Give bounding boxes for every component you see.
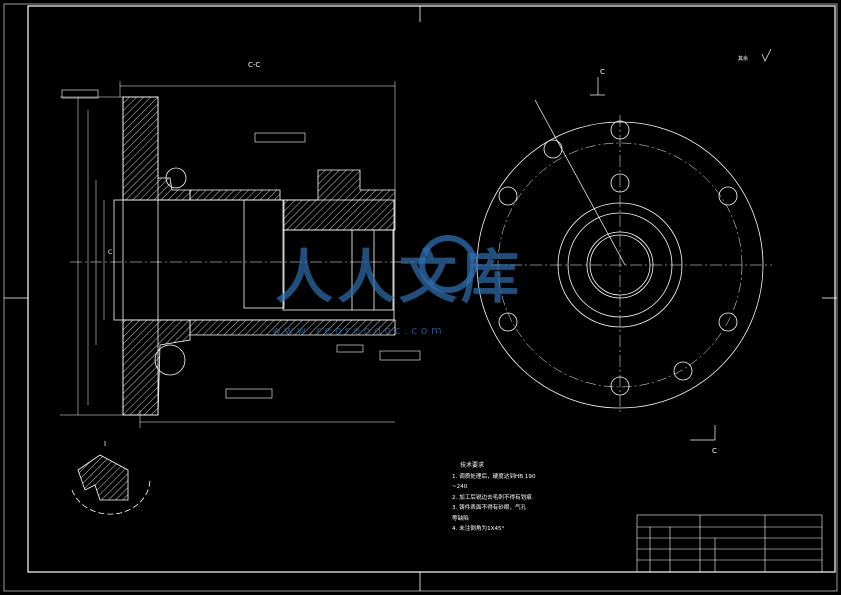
section-mark-c-bottom: C bbox=[712, 447, 717, 455]
bolt-hole bbox=[718, 312, 738, 332]
note-line: 4. 未注倒角为1X45° bbox=[452, 526, 505, 532]
flange-top bbox=[122, 96, 191, 201]
tolerance-frames bbox=[61, 89, 421, 399]
note-line: 1. 调质处理后，硬度达到HB 190 bbox=[452, 473, 536, 480]
note-line: ~240 bbox=[452, 484, 468, 490]
note-line: 2. 加工后锐边去毛刺不得有划痕 bbox=[452, 494, 532, 501]
section-mark-c-top: C bbox=[600, 68, 605, 76]
technical-notes: 技术要求 1. 调质处理后，硬度达到HB 190 ~240 2. 加工后锐边去毛… bbox=[452, 461, 582, 535]
section-cut-line bbox=[534, 77, 716, 441]
dimension-lines-left bbox=[60, 81, 396, 428]
front-view-centerlines bbox=[470, 115, 772, 415]
notes-title: 技术要求 bbox=[460, 462, 485, 469]
bolt-hole bbox=[673, 361, 693, 381]
roughness-note: 其余 bbox=[738, 55, 748, 62]
hub-bottom bbox=[189, 319, 396, 336]
flange-bottom bbox=[122, 319, 191, 416]
detail-label: I bbox=[104, 440, 106, 448]
section-view bbox=[113, 96, 396, 416]
inner-frame bbox=[27, 5, 836, 573]
outer-frame bbox=[3, 3, 838, 592]
title-block bbox=[636, 514, 823, 573]
bolt-hole bbox=[718, 186, 738, 206]
bolt-hole bbox=[498, 186, 518, 206]
section-title: C-C bbox=[248, 61, 260, 69]
note-line: 3. 铸件表面不得有砂眼，气孔 bbox=[452, 505, 527, 511]
roughness-icon bbox=[761, 48, 772, 62]
bolt-hole bbox=[498, 312, 518, 332]
section-mark-c: C bbox=[108, 249, 112, 256]
detail-view bbox=[71, 454, 151, 515]
note-line: 等缺陷 bbox=[452, 515, 469, 522]
bolt-hole bbox=[543, 139, 563, 159]
